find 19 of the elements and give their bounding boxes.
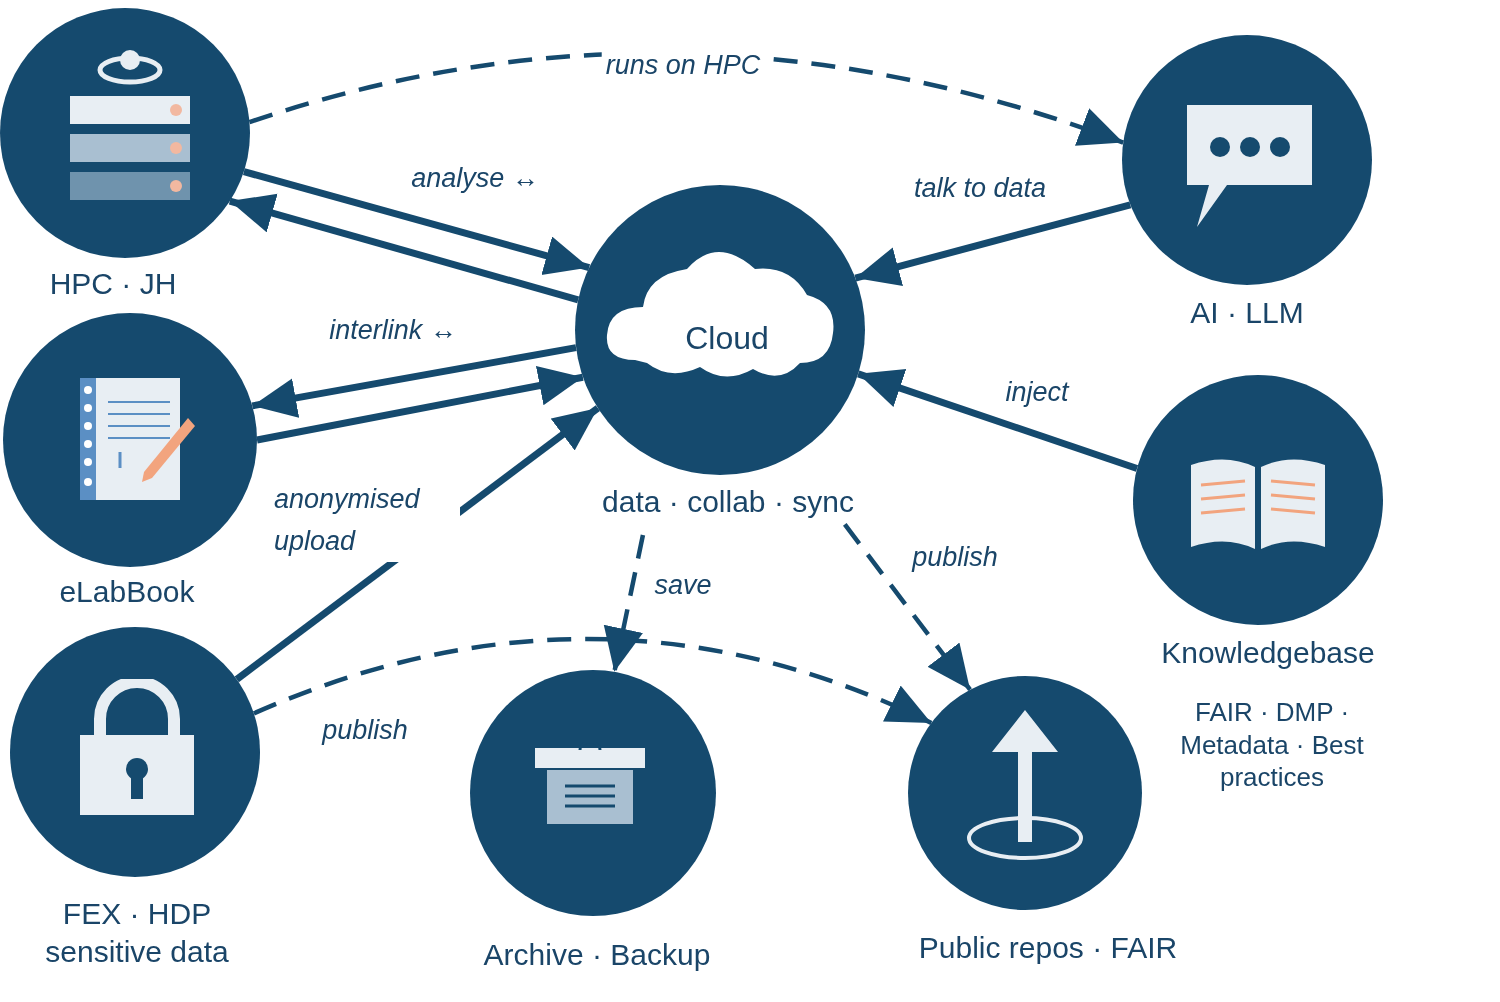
arrow — [242, 168, 591, 276]
dashed-arrow — [843, 523, 972, 692]
node-note: data · collab · sync — [601, 484, 855, 521]
arrow — [256, 365, 584, 444]
arrow — [857, 369, 1139, 472]
cloud-label: Cloud — [684, 319, 770, 358]
node-label: FEX · HDP sensitive data — [44, 895, 230, 969]
node-label: AI · LLM — [1189, 295, 1305, 332]
arrow — [228, 193, 580, 304]
node-label: Knowledgebase — [1160, 635, 1376, 672]
node-label: HPC · JH — [48, 266, 178, 303]
arrow — [251, 344, 577, 418]
dashed-arrow — [253, 636, 933, 725]
node-label: Archive · Backup — [482, 937, 712, 974]
node-note: FAIR · DMP · Metadata · Best practices — [1179, 696, 1365, 794]
arrow — [854, 201, 1132, 287]
node-label: Public repos · FAIR — [917, 930, 1179, 967]
node-label: eLabBook — [58, 574, 196, 611]
dashed-arrow — [603, 534, 646, 673]
